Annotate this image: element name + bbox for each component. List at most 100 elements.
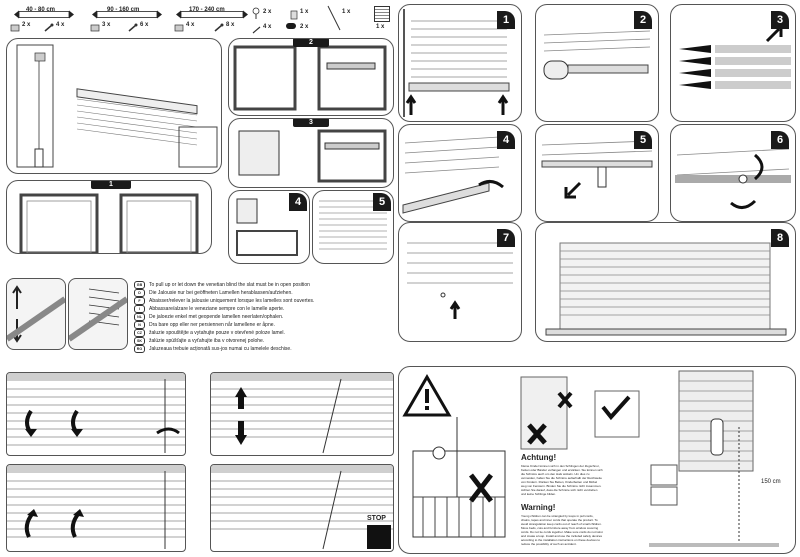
step-2-panel: 2: [228, 38, 394, 116]
size-range-label: 170 - 240 cm: [189, 7, 225, 13]
headrail-illustration: [238, 129, 387, 183]
tilt-open-panel: [6, 372, 186, 456]
language-code: RO: [134, 345, 145, 353]
step-1-panel: 1: [6, 180, 212, 254]
wall-bracket-icon: [10, 20, 20, 38]
count-label: 2 x: [263, 9, 272, 15]
count-label: 2 x: [22, 22, 31, 28]
step-number: 2: [293, 39, 329, 47]
step-number: 8: [771, 229, 789, 247]
step-number: 2: [634, 11, 652, 29]
count-label: 6 x: [140, 22, 149, 28]
tilt-open-illustration: [7, 373, 185, 453]
language-code: CZ: [134, 329, 145, 337]
stop-panel: STOP: [210, 464, 394, 552]
mounted-blind-illustration: [545, 242, 787, 336]
stop-illustration: [211, 465, 393, 550]
safety-tensioner-icon: [290, 7, 298, 25]
instruction-text: Jaluzeaua trebuie acționată sus-jos numa…: [149, 345, 292, 352]
parts-header: 40 - 80 cm 90 - 160 cm 170 - 240 cm 2 x …: [4, 4, 394, 36]
language-code: I: [134, 305, 145, 313]
size-range-1: 40 - 80 cm: [14, 6, 74, 19]
screw-icon: [44, 20, 54, 38]
language-code: GB: [134, 281, 145, 289]
window-frame-illustration: [19, 193, 199, 253]
safety-warning-panel: Achtung! Kleine Kinder können sich in de…: [398, 366, 796, 554]
count-label: 1 x: [342, 9, 351, 15]
overview-illustration: [16, 44, 218, 168]
step-number: 7: [497, 229, 515, 247]
warning-body-en: Young children can be strangled by loops…: [521, 514, 603, 546]
stop-label: STOP: [367, 515, 386, 522]
slat-insert-illustration: [402, 136, 504, 214]
count-label: 4 x: [263, 24, 272, 30]
cord-stopper-icon: [286, 23, 296, 29]
mounting-illustration: [233, 45, 387, 111]
instruction-text: žaluzie spouštějte a vytahujte pouze v o…: [149, 329, 285, 336]
count-label: 2 x: [300, 24, 309, 30]
blind-lowered-illustration: [403, 9, 510, 117]
right-step-8-panel: 8: [535, 222, 796, 342]
raise-lower-illustration: [211, 373, 393, 454]
right-step-5-panel: 5: [535, 124, 659, 222]
right-step-3-panel: 3: [670, 4, 796, 122]
step-number: 5: [373, 193, 391, 211]
instruction-line: RO Jaluzeaua trebuie acționată sus-jos nu…: [134, 345, 292, 353]
size-range-label: 90 - 160 cm: [107, 7, 140, 13]
screw-icon: [128, 20, 138, 38]
language-code: F: [134, 297, 145, 305]
language-code: D: [134, 289, 145, 297]
instruction-text: To pull up or let down the venetian blin…: [149, 281, 310, 288]
language-code: N: [134, 321, 145, 329]
count-label: 8 x: [226, 22, 235, 28]
step-3-panel: 3: [228, 118, 394, 188]
instruction-line: SK žalúzie spúšťajte a vyťahujte iba v ot…: [134, 337, 264, 345]
instruction-text: Dra bare opp eller ner persiennen når la…: [149, 321, 275, 328]
screw-icon: [252, 22, 262, 40]
size-range-3: 170 - 240 cm: [176, 6, 248, 19]
instruction-line: N Dra bare opp eller ner persiennen når l…: [134, 321, 275, 329]
language-code: SK: [134, 337, 145, 345]
instruction-text: De jaloezie enkel met geopende lamellen …: [149, 313, 284, 320]
wall-bracket-icon: [174, 20, 184, 38]
instruction-line: GB To pull up or let down the venetian bl…: [134, 281, 310, 289]
slat-removal-illustration: [679, 25, 791, 89]
count-label: 1 x: [376, 24, 385, 30]
count-label: 3 x: [102, 22, 111, 28]
height-label: 150 cm: [761, 479, 781, 485]
size-range-2: 90 - 160 cm: [92, 6, 162, 19]
instruction-line: I Abbassare/alzare le veneziane sempre co…: [134, 305, 284, 313]
tilt-diagram-2: [67, 278, 129, 350]
tilt-diagram-1: [5, 278, 67, 350]
stop-block: [367, 525, 391, 549]
right-step-4-panel: 4: [398, 124, 522, 222]
warning-body-de: Kleine Kinder können sich in den Schling…: [521, 464, 603, 496]
instruction-text: Abaisser/relever la jalousie uniquement …: [149, 297, 315, 304]
right-step-7-panel: 7: [398, 222, 522, 342]
blind-icon: [374, 6, 390, 22]
step-number: 3: [293, 119, 329, 127]
language-code: NL: [134, 313, 145, 321]
wand-icon: [326, 4, 342, 37]
count-label: 4 x: [186, 22, 195, 28]
bracket-illustration: [236, 198, 298, 256]
right-step-2-panel: 2: [535, 4, 659, 122]
step-4-panel: 4: [228, 190, 310, 264]
wall-bracket-icon: [90, 20, 100, 38]
step-number: 5: [634, 131, 652, 149]
count-label: 1 x: [300, 9, 309, 15]
step-5-panel: 5: [312, 190, 394, 264]
step-number: 4: [497, 131, 515, 149]
step-number: 1: [497, 11, 515, 29]
right-step-6-panel: 6: [670, 124, 796, 222]
instruction-text: žalúzie spúšťajte a vyťahujte iba v otvo…: [149, 337, 265, 344]
tilt-close-panel: [6, 464, 186, 552]
bottom-rail-illustration: [543, 30, 651, 80]
instruction-text: Abbassare/alzare le veneziane sempre con…: [149, 305, 285, 312]
instruction-text: Die Jalousie nur bei geöffneten Lamellen…: [149, 289, 293, 296]
size-range-label: 40 - 80 cm: [26, 7, 56, 13]
instruction-line: CZ žaluzie spouštějte a vytahujte pouze v…: [134, 329, 285, 337]
safety-tensioner-icon: [250, 6, 262, 24]
screw-icon: [214, 20, 224, 38]
warning-title-de: Achtung!: [521, 453, 557, 462]
